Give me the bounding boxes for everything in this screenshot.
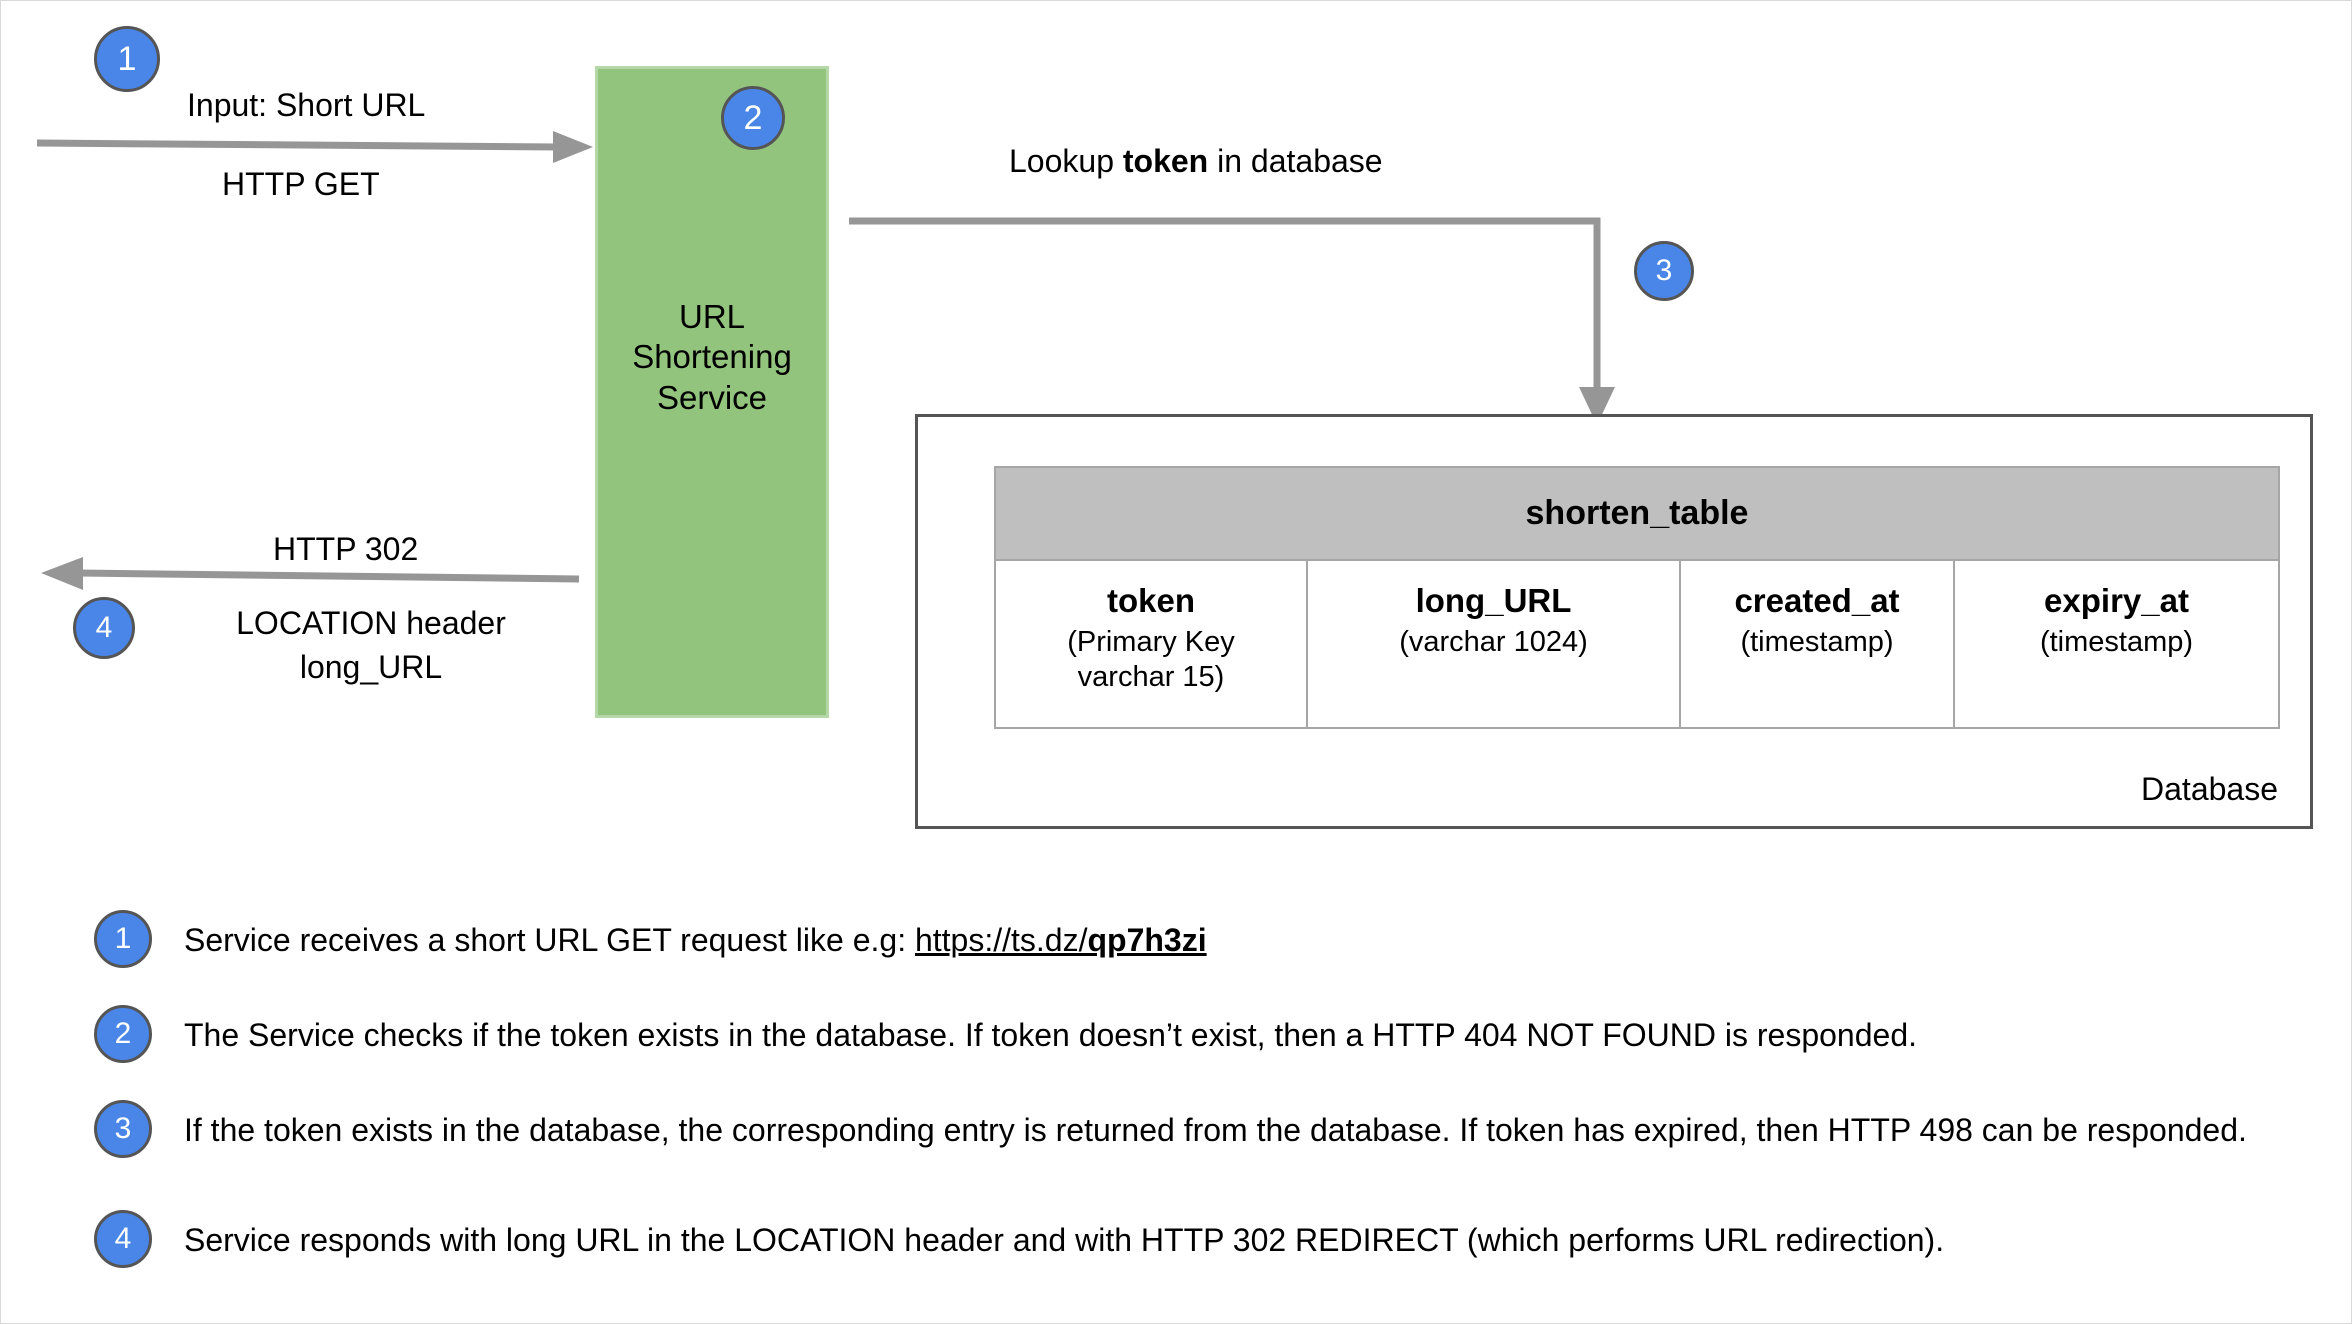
column-type-line-1: (timestamp) xyxy=(1740,625,1894,658)
badge-step-1: 1 xyxy=(94,26,160,92)
service-label-line-1: URL xyxy=(678,298,746,335)
database-caption: Database xyxy=(2141,771,2278,807)
badge-step-2: 2 xyxy=(721,86,785,150)
table-column-expiry-at: expiry_at (timestamp) xyxy=(1955,561,2278,727)
column-name: expiry_at xyxy=(2044,582,2189,619)
legend-badge-3: 3 xyxy=(94,1100,152,1158)
service-label-line-3: Service xyxy=(656,378,768,416)
legend-text-4: Service responds with long URL in the LO… xyxy=(184,1222,1945,1258)
legend-text-1: Service receives a short URL GET request… xyxy=(184,918,2254,963)
badge-step-4: 4 xyxy=(73,597,135,659)
request-label-line1: Input: Short URL xyxy=(187,87,426,123)
table-column-token: token (Primary Key varchar 15) xyxy=(996,561,1308,727)
legend-1-part-0: Service receives a short URL GET request… xyxy=(184,922,915,958)
lookup-label-suffix: in database xyxy=(1208,143,1383,179)
legend-badge-1: 1 xyxy=(94,910,152,968)
lookup-label: Lookup token in database xyxy=(1009,141,1383,181)
table-column-created-at: created_at (timestamp) xyxy=(1681,561,1955,727)
service-label-line-2: Shortening xyxy=(632,338,792,376)
lookup-arrow xyxy=(849,217,1615,425)
badge-step-3: 3 xyxy=(1634,241,1694,301)
shorten-table: shorten_table token (Primary Key varchar… xyxy=(994,466,2280,729)
legend-1-part-2: qp7h3zi xyxy=(1087,922,1207,958)
request-label-line2: HTTP GET xyxy=(222,166,380,202)
service-box-label: URL Shortening Service xyxy=(598,297,826,418)
column-type-line-1: (timestamp) xyxy=(2039,625,2194,658)
column-name: long_URL xyxy=(1415,582,1572,619)
column-name: created_at xyxy=(1734,582,1900,619)
legend-badge-4: 4 xyxy=(94,1210,152,1268)
lookup-label-prefix: Lookup xyxy=(1009,143,1123,179)
request-arrow xyxy=(36,131,593,163)
column-type-line-1: (Primary Key xyxy=(1067,625,1235,658)
response-label-line3: long_URL xyxy=(299,649,443,685)
legend-text-2: The Service checks if the token exists i… xyxy=(184,1017,1917,1053)
database-box: shorten_table token (Primary Key varchar… xyxy=(915,414,2313,829)
column-name: token xyxy=(1106,582,1195,619)
response-label-line1: HTTP 302 xyxy=(273,531,419,567)
legend-badge-2: 2 xyxy=(94,1005,152,1063)
table-column-long-url: long_URL (varchar 1024) xyxy=(1308,561,1681,727)
lookup-label-bold: token xyxy=(1122,143,1209,179)
column-type-line-2: varchar 15) xyxy=(1077,660,1225,693)
legend-1-part-1: https://ts.dz/ xyxy=(914,922,1088,958)
response-label-line2: LOCATION header xyxy=(236,605,506,641)
url-shortening-service-box: URL Shortening Service xyxy=(595,66,829,718)
shorten-table-columns: token (Primary Key varchar 15) long_URL … xyxy=(994,561,2280,729)
shorten-table-title: shorten_table xyxy=(994,466,2280,561)
column-type-line-1: (varchar 1024) xyxy=(1399,625,1588,658)
legend-text-3: If the token exists in the database, the… xyxy=(184,1112,2247,1148)
